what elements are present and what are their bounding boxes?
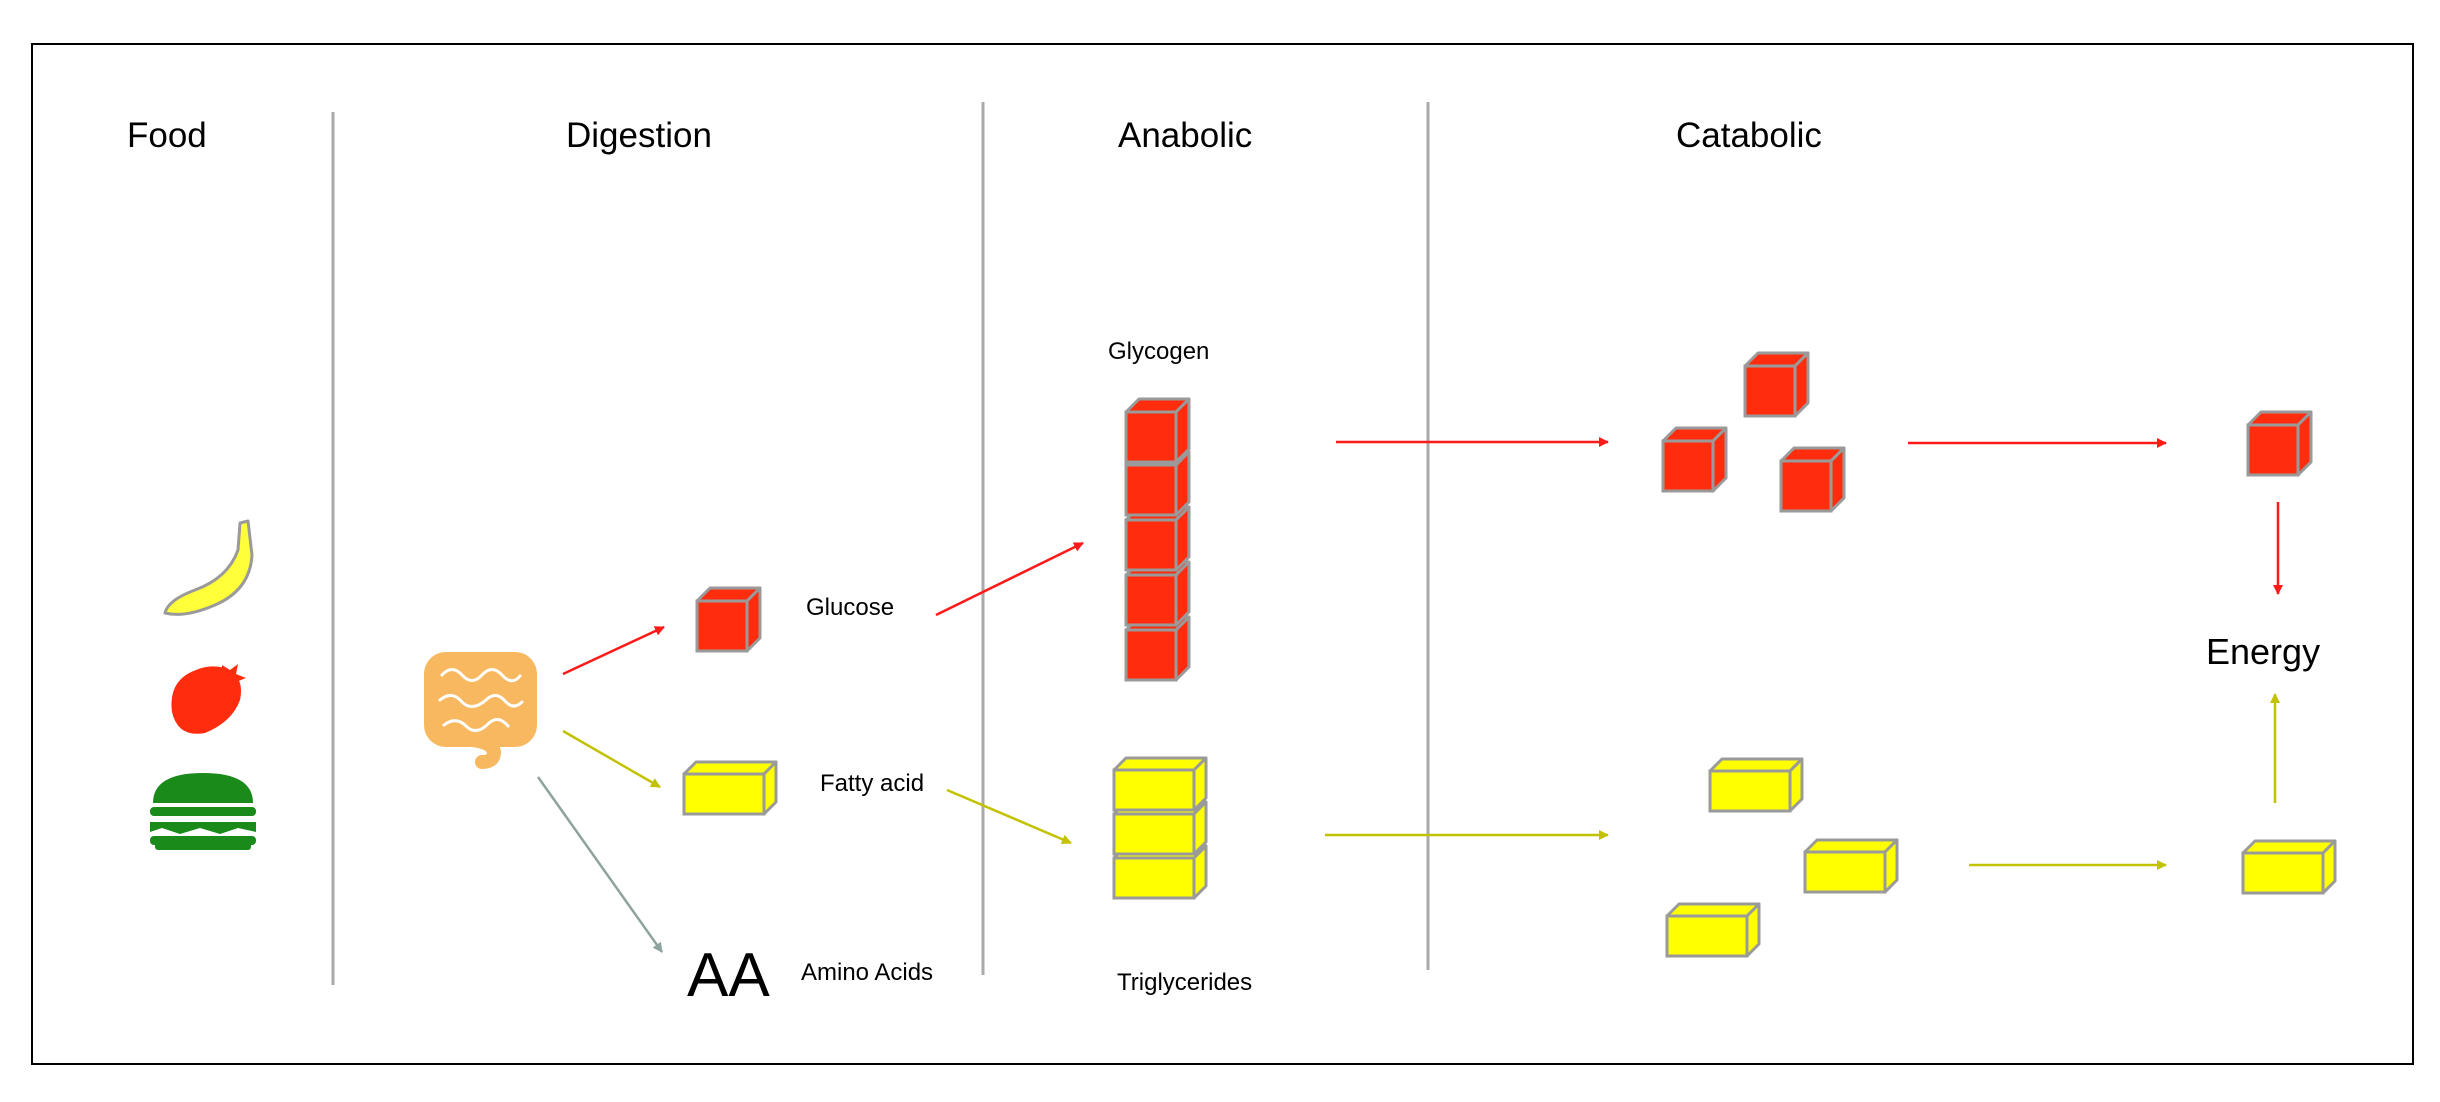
glucose-cube bbox=[695, 586, 762, 653]
heading-catabolic: Catabolic bbox=[1676, 116, 1822, 155]
glycogen-breakdown-cubes bbox=[1661, 351, 1846, 513]
label-amino-acids: Amino Acids bbox=[801, 959, 933, 986]
heading-food: Food bbox=[127, 116, 207, 155]
glucose-unit-cube bbox=[2246, 410, 2313, 477]
diagram-frame bbox=[31, 43, 2414, 1065]
banana-icon bbox=[163, 519, 254, 616]
triglyceride-breakdown-blocks bbox=[1665, 757, 1899, 958]
label-triglycerides: Triglycerides bbox=[1117, 969, 1252, 996]
label-glycogen: Glycogen bbox=[1108, 338, 1209, 365]
strawberry-icon bbox=[171, 664, 246, 734]
amino-acids-symbol: AA bbox=[687, 941, 770, 1010]
glycogen-stack bbox=[1124, 397, 1191, 682]
arrow-intestine-to-glucose bbox=[562, 625, 665, 676]
label-fatty-acid: Fatty acid bbox=[820, 770, 924, 797]
arrow-fatty-acid-to-triglycerides bbox=[946, 788, 1072, 845]
triglycerides-stack bbox=[1112, 756, 1208, 900]
label-energy: Energy bbox=[2206, 631, 2320, 672]
heading-anabolic: Anabolic bbox=[1118, 116, 1252, 155]
arrow-intestine-to-fatty-acid bbox=[562, 729, 661, 789]
fatty-acid-unit-block bbox=[2241, 839, 2337, 895]
arrow-glucose-to-glycogen bbox=[935, 541, 1084, 617]
intestine-icon bbox=[424, 652, 537, 769]
burger-icon bbox=[150, 773, 256, 850]
heading-digestion: Digestion bbox=[566, 116, 712, 155]
label-glucose: Glucose bbox=[806, 594, 894, 621]
arrow-intestine-to-amino-acids bbox=[536, 776, 664, 953]
fatty-acid-block bbox=[682, 760, 778, 816]
